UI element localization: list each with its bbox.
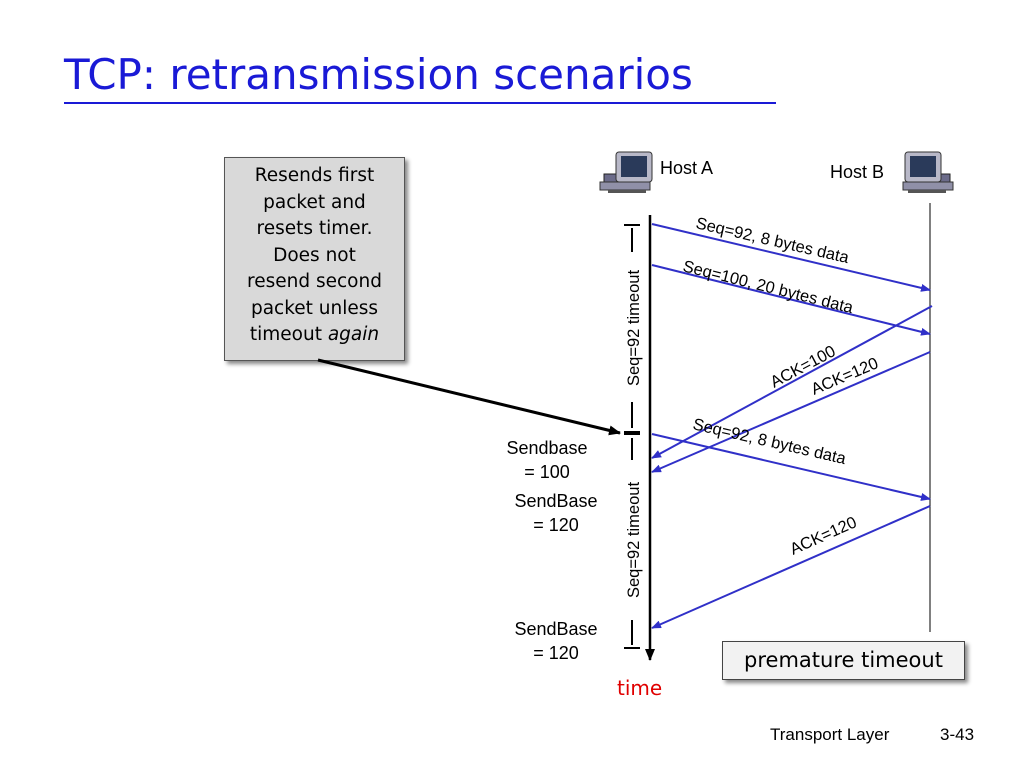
- arrow-seq100: [651, 264, 931, 336]
- arrow-ack120-second: [651, 505, 931, 629]
- sendbase-third-name: SendBase: [514, 619, 598, 639]
- sendbase-third: SendBase = 120: [500, 617, 612, 665]
- sendbase-second: SendBase = 120: [500, 489, 612, 537]
- note-line: packet unless: [250, 297, 379, 319]
- slide-title: TCP: retransmission scenarios: [64, 50, 693, 99]
- arrow-ack100: [651, 305, 933, 459]
- footer-section: Transport Layer: [770, 725, 890, 744]
- arrow-ack120-first: [651, 351, 931, 473]
- label-timeout-first: Seq=92 timeout: [625, 270, 643, 386]
- label-timeout-second: Seq=92 timeout: [625, 482, 643, 598]
- scenario-label-box: premature timeout: [722, 641, 965, 680]
- timeout-bracket-first: [624, 224, 640, 433]
- sendbase-second-value: = 120: [533, 515, 579, 535]
- computer-icon-host-b: [902, 151, 954, 193]
- note-emphasis: again: [327, 324, 380, 345]
- note-line: Resends first: [254, 165, 375, 186]
- host-b-label: Host B: [830, 162, 885, 182]
- host-a-label: Host A: [660, 158, 714, 178]
- timeout-bracket-second: [624, 433, 640, 649]
- note-line: timeout: [249, 324, 328, 345]
- label-seq92-retx: Seq=92, 8 bytes data: [691, 415, 848, 468]
- title-underline: [64, 102, 776, 104]
- computer-icon-host-a: [599, 151, 653, 193]
- arrow-seq92-retx: [651, 433, 931, 501]
- time-axis-label: time: [617, 676, 663, 700]
- arrow-seq92-first: [651, 223, 931, 292]
- explanation-callout: Resends first packet and resets timer. D…: [224, 157, 405, 361]
- sendbase-first-name: Sendbase: [506, 438, 588, 458]
- sendbase-second-name: SendBase: [514, 491, 598, 511]
- footer-page-number: 3-43: [940, 725, 975, 744]
- label-seq92-first: Seq=92, 8 bytes data: [694, 214, 851, 267]
- note-line: resets timer.: [256, 218, 373, 239]
- callout-pointer-arrow: [317, 358, 621, 436]
- sendbase-third-value: = 120: [533, 643, 579, 663]
- note-line: resend second: [247, 271, 382, 292]
- note-line-last: timeout again: [225, 322, 404, 349]
- note-line: Does not: [273, 244, 356, 266]
- note-line: packet and: [263, 191, 366, 213]
- sendbase-first-value: = 100: [524, 462, 570, 482]
- sendbase-first: Sendbase = 100: [492, 436, 602, 484]
